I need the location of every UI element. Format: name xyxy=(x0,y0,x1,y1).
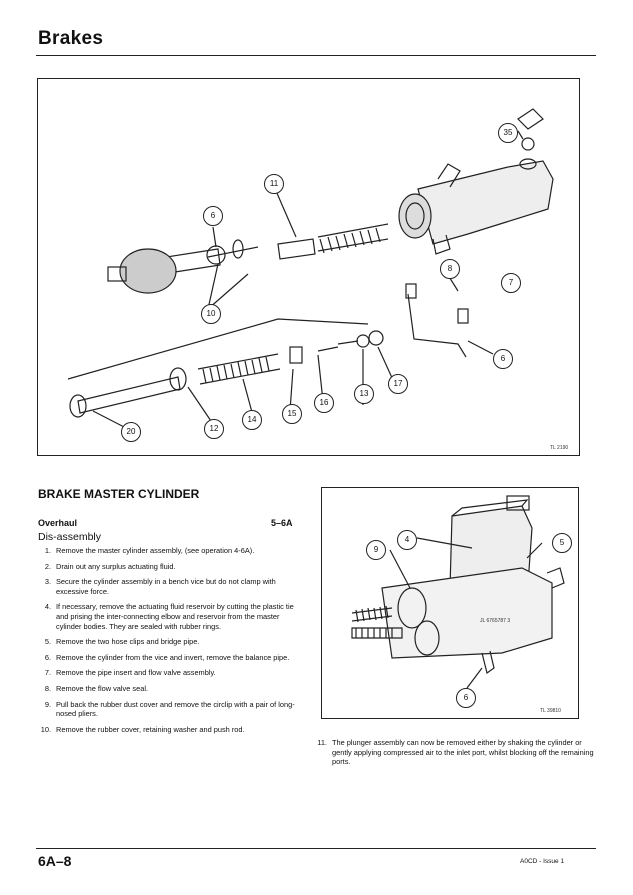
exploded-view-figure: 35 6 11 8 7 10 6 20 12 14 15 16 13 17 TL… xyxy=(37,78,580,456)
step-item: 2.Drain out any surplus actuating fluid. xyxy=(44,561,176,571)
step-item: 3.Secure the cylinder assembly in a benc… xyxy=(44,577,276,596)
overhaul-label: Overhaul xyxy=(38,518,78,528)
callout-16: 16 xyxy=(314,393,334,413)
step-item: 6.Remove the cylinder from the vice and … xyxy=(44,652,290,662)
issue-label: A0CD - Issue 1 xyxy=(520,858,565,865)
step-item: 10.Remove the rubber cover, retaining wa… xyxy=(40,724,245,734)
step-item: 7.Remove the pipe insert and flow valve … xyxy=(44,668,216,678)
callout-6-bottom: 6 xyxy=(493,349,513,369)
figure-ref-top: TL 2190 xyxy=(550,445,569,451)
callout-6-right: 6 xyxy=(456,688,476,708)
disassembly-heading: Dis-assembly xyxy=(38,531,102,543)
step-item: 8.Remove the flow valve seal. xyxy=(44,683,149,693)
step-item: 9.Pull back the rubber dust cover and re… xyxy=(44,699,295,719)
cylinder-stamp: JL 6765787 3 xyxy=(480,618,511,624)
figure-ref-right: TL 39810 xyxy=(540,708,561,714)
callout-4: 4 xyxy=(397,530,417,550)
header-rule xyxy=(36,55,596,56)
callout-13: 13 xyxy=(354,384,374,404)
callout-12: 12 xyxy=(204,419,224,439)
callout-11: 11 xyxy=(264,174,284,194)
step-item: 5.Remove the two hose clips and bridge p… xyxy=(44,637,200,647)
callout-7: 7 xyxy=(501,273,521,293)
callout-35: 35 xyxy=(498,123,518,143)
step-item: 4.If necessary, remove the actuating flu… xyxy=(44,602,294,631)
operation-code: 5–6A xyxy=(271,518,293,528)
callout-15: 15 xyxy=(282,404,302,424)
callout-17: 17 xyxy=(388,374,408,394)
master-cylinder-exploded-drawing xyxy=(67,108,554,430)
disassembly-steps: 1.Remove the master cylinder assembly, (… xyxy=(38,546,300,740)
section-title: BRAKE MASTER CYLINDER xyxy=(38,487,200,501)
callout-20: 20 xyxy=(121,422,141,442)
page-code: 6A–8 xyxy=(38,853,72,869)
callout-8: 8 xyxy=(440,259,460,279)
step-item: 11.The plunger assembly can now be remov… xyxy=(317,738,594,767)
step-item: 1.Remove the master cylinder assembly, (… xyxy=(44,546,255,555)
callout-14: 14 xyxy=(242,410,262,430)
callout-6-top: 6 xyxy=(203,206,223,226)
callout-9: 9 xyxy=(366,540,386,560)
page-title: Brakes xyxy=(38,28,104,49)
callout-10: 10 xyxy=(201,304,221,324)
assembled-view-figure: 4 9 5 6 JL 6765787 3 TL 39810 xyxy=(321,487,579,719)
master-cylinder-assembled-drawing xyxy=(351,495,565,689)
footer-rule xyxy=(36,848,596,849)
callout-5: 5 xyxy=(552,533,572,553)
